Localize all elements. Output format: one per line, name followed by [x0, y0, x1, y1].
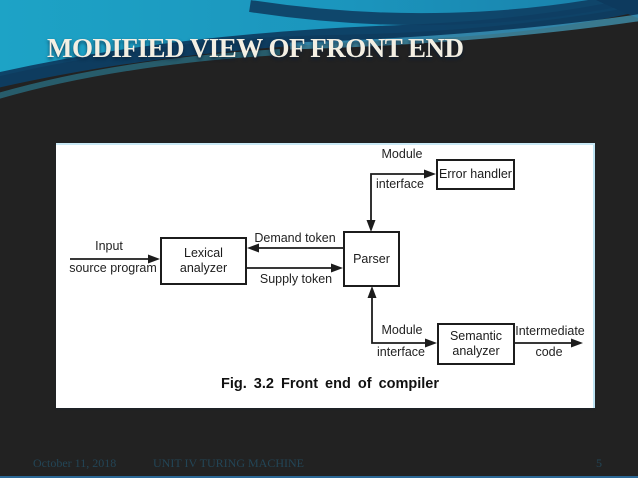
figure-caption: Fig. 3.2 Front end of compiler	[220, 376, 440, 392]
footer-page-number: 5	[596, 456, 602, 470]
semantic-analyzer-label-line2: analyzer	[452, 344, 500, 358]
parser-bottom-arrowhead	[367, 286, 377, 298]
node-error-handler: Error handler	[436, 159, 515, 190]
intermediate-code-label-line2: code	[535, 345, 563, 359]
parser-top-arrowhead	[366, 220, 376, 232]
error-handler-arrowhead	[424, 169, 436, 179]
demand-token-label: Demand token	[254, 231, 336, 245]
lexical-analyzer-label-line2: analyzer	[179, 261, 228, 275]
figure-panel: Error handler Lexical analyzer Parser Se…	[56, 143, 595, 408]
navy-swoosh-main	[0, 0, 638, 88]
module-interface-bottom-line	[371, 291, 430, 344]
diagram-connectors	[70, 169, 583, 348]
error-handler-label: Error handler	[439, 167, 512, 181]
navy-swoosh-upper	[249, 0, 638, 26]
cyan-highlight-left	[0, 49, 281, 99]
node-parser: Parser	[343, 231, 400, 287]
input-label-line1: Input	[95, 239, 123, 253]
input-arrowhead	[148, 254, 160, 264]
module-interface-bottom-label-line1: Module	[381, 323, 423, 337]
footer-section-title: UNIT IV TURING MACHINE	[153, 456, 304, 470]
background-swoosh-graphic	[0, 0, 638, 99]
module-interface-top-line	[370, 173, 429, 227]
input-label-line2: source program	[69, 261, 157, 275]
supply-token-label: Supply token	[259, 272, 333, 286]
semantic-analyzer-label-line1: Semantic	[449, 329, 503, 343]
parser-label: Parser	[353, 251, 390, 266]
footer-date: October 11, 2018	[33, 456, 117, 470]
intermediate-code-arrowhead	[571, 338, 583, 348]
navy-corner-wedge	[596, 0, 638, 18]
module-interface-top-label-line1: Module	[381, 147, 423, 161]
node-semantic-analyzer: Semantic analyzer	[437, 323, 515, 365]
slide-title: MODIFIED VIEW OF FRONT END	[47, 33, 464, 63]
supply-token-arrowhead	[331, 263, 343, 273]
intermediate-code-label-line1: Intermediate	[515, 324, 585, 338]
node-lexical-analyzer: Lexical analyzer	[160, 237, 247, 285]
cyan-highlight-right	[289, 14, 638, 50]
module-interface-top-label-line2: interface	[376, 177, 424, 191]
lexical-analyzer-label-line1: Lexical	[184, 246, 223, 260]
module-interface-bottom-label-line2: interface	[377, 345, 425, 359]
demand-token-arrowhead	[247, 243, 259, 253]
semantic-analyzer-arrowhead	[425, 338, 437, 348]
